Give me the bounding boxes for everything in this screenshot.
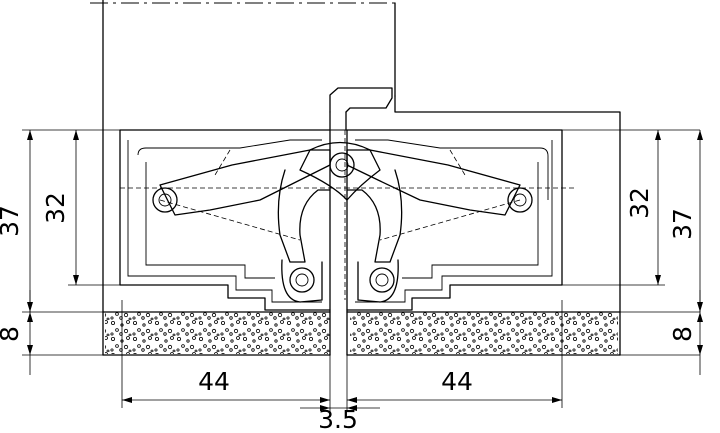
dim-right-bottom: 8 (668, 326, 697, 342)
dimension-lines (22, 129, 703, 412)
door-leaf (90, 0, 621, 356)
hinge-top-plate (120, 87, 562, 131)
hinge-housing-right (346, 129, 563, 311)
pivot-pins (152, 152, 533, 293)
hinge-housing-left (119, 129, 331, 311)
dim-gap: 3.5 (318, 405, 358, 433)
hinge-arms (159, 141, 521, 303)
hidden-lines (120, 130, 575, 300)
dim-width-left: 44 (198, 367, 230, 396)
dim-left-inner: 32 (41, 192, 70, 224)
dim-left-bottom: 8 (0, 326, 24, 342)
material-blocks (102, 309, 621, 356)
dim-width-right: 44 (441, 367, 473, 396)
dim-right-inner: 32 (625, 187, 654, 219)
dim-right-outer: 37 (668, 208, 697, 240)
dim-left-outer: 37 (0, 205, 24, 237)
